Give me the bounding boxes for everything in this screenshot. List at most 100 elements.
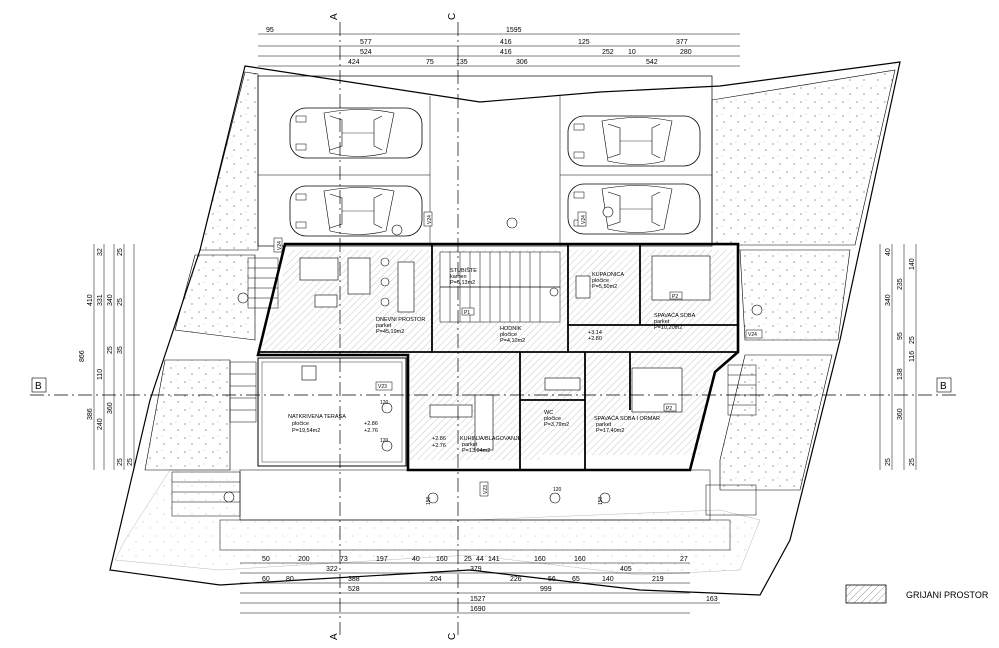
car-icon — [289, 185, 423, 237]
level-mark: +2.76 — [364, 428, 378, 434]
tree-icon — [602, 206, 614, 218]
tree-icon — [549, 492, 561, 504]
pavement-band — [239, 469, 711, 521]
dim-top-424: 424 — [348, 59, 360, 66]
dim-bottom-528: 528 — [348, 586, 360, 593]
room-name: KUHINJA/BLAGOVANJE — [460, 436, 522, 442]
room-area: P=4,10m2 — [500, 338, 525, 344]
level-mark: +2.80 — [588, 336, 602, 342]
level-mark: +2.86 — [364, 421, 378, 427]
dim-right-40: 40 — [885, 248, 892, 256]
dim-top-542: 542 — [646, 59, 658, 66]
room-area: P=45,19m2 — [376, 329, 404, 335]
dim-top-280: 280 — [680, 49, 692, 56]
dim-top-10: 10 — [628, 49, 636, 56]
tree-icon — [380, 257, 390, 267]
legend: GRIJANI PROSTOR — [845, 584, 989, 604]
window-tag: V24 — [577, 211, 587, 227]
car-icon — [289, 107, 423, 159]
section-mark-a-top: A — [329, 13, 340, 20]
legend-swatch — [845, 584, 887, 604]
dim-top-577: 577 — [360, 39, 372, 46]
dim-left-25: 25 — [117, 298, 124, 306]
dim-left-25d: 25 — [117, 248, 124, 256]
dim-top-377: 377 — [676, 39, 688, 46]
dim-bottom-65: 65 — [572, 576, 580, 583]
dim-bottom-160c: 160 — [574, 556, 586, 563]
room-label-kitchen: KUHINJA/BLAGOVANJE parket P=13,94m2 — [460, 436, 522, 454]
room-name: SPAVAĆA SOBA I ORMAR — [594, 415, 660, 422]
dim-right-340: 340 — [885, 294, 892, 306]
dim-left-32: 32 — [97, 248, 104, 256]
dim-bottom-141: 141 — [488, 556, 500, 563]
room-area: P=17,40m2 — [596, 428, 624, 434]
dim-right-116: 116 — [909, 351, 916, 362]
garden-area-right-low — [719, 354, 833, 491]
section-mark-c-top: C — [447, 13, 458, 20]
room-floor: pločice — [500, 332, 517, 338]
door-tag-text: P2 — [666, 406, 672, 412]
dim-top-75: 75 — [426, 59, 434, 66]
room-label-hallway: HODNIK pločice P=4,10m2 — [500, 326, 525, 344]
section-mark-b-right: B — [940, 381, 947, 392]
dim-top-252: 252 — [602, 49, 614, 56]
tree-label: 120 — [380, 400, 389, 406]
room-label-terrace: NATKRIVENA TERASA pločice P=19,54m2 — [288, 414, 346, 434]
dim-bottom-56: 56 — [548, 576, 556, 583]
dim-top-95: 95 — [266, 27, 274, 34]
plot-boundary — [109, 61, 901, 596]
level-mark: +3.14 — [588, 330, 602, 336]
room-area: P=13,94m2 — [462, 448, 490, 454]
room-area: P=3,79m2 — [544, 422, 569, 428]
section-mark-a-bottom: A — [329, 633, 340, 640]
room-name: SPAVAĆA SOBA — [654, 312, 696, 319]
window-tag: V24 — [423, 211, 433, 227]
dim-right-235: 235 — [897, 278, 904, 290]
dim-bottom-60: 60 — [262, 576, 270, 583]
dim-top-416b: 416 — [500, 49, 512, 56]
dim-bottom-25: 25 — [464, 556, 472, 563]
window-tag: V23 — [375, 381, 393, 391]
dim-bottom-1690: 1690 — [470, 606, 486, 613]
room-name: DNEVNI PROSTOR — [376, 317, 425, 323]
window-tag: V24 — [745, 329, 763, 339]
dim-left-25b: 25 — [107, 346, 114, 354]
furniture — [299, 255, 711, 451]
room-label-bedroom: SPAVAĆA SOBA parket P=10,20m2 — [654, 312, 696, 331]
room-name: KUPAONICA — [592, 272, 624, 278]
dim-left-386: 386 — [87, 408, 94, 420]
dim-left-866: 866 — [79, 350, 86, 362]
dim-top-524: 524 — [360, 49, 372, 56]
dim-bottom-405: 405 — [620, 566, 632, 573]
interior-walls — [258, 244, 738, 470]
dim-bottom-200: 200 — [298, 556, 310, 563]
tree-icon — [427, 492, 439, 504]
window-tag-text: V24 — [581, 215, 587, 224]
dim-bottom-388: 388 — [348, 576, 360, 583]
dim-right-138: 138 — [897, 368, 904, 380]
tree-icon — [223, 491, 235, 503]
door-tag: P1 — [461, 307, 475, 316]
dim-bottom-999: 999 — [540, 586, 552, 593]
parking-area — [257, 75, 713, 247]
room-floor: parket — [462, 442, 478, 448]
dimension-lines-right — [879, 244, 917, 470]
tree-label: 150 — [598, 496, 604, 505]
room-label-bedroom-wardrobe: SPAVAĆA SOBA I ORMAR parket P=17,40m2 — [594, 415, 660, 434]
dim-bottom-27: 27 — [680, 556, 688, 563]
room-floor: pločice — [292, 421, 309, 427]
dim-left-110: 110 — [97, 369, 104, 380]
level-mark: +2.86 — [432, 436, 446, 442]
dim-bottom-226: 226 — [510, 576, 522, 583]
dim-bottom-40: 40 — [412, 556, 420, 563]
dim-bottom-379: 379 — [470, 566, 482, 573]
dim-bottom-140: 140 — [602, 576, 614, 583]
window-tag: V23 — [479, 481, 489, 497]
garden-area-left-mid — [174, 254, 256, 341]
dim-left-410: 410 — [87, 294, 94, 306]
dim-left-25e: 25 — [127, 458, 134, 466]
room-floor: pločice — [544, 416, 561, 422]
car-icon — [567, 183, 701, 235]
dim-right-25c: 25 — [909, 458, 916, 466]
legend-label: GRIJANI PROSTOR — [906, 590, 989, 600]
